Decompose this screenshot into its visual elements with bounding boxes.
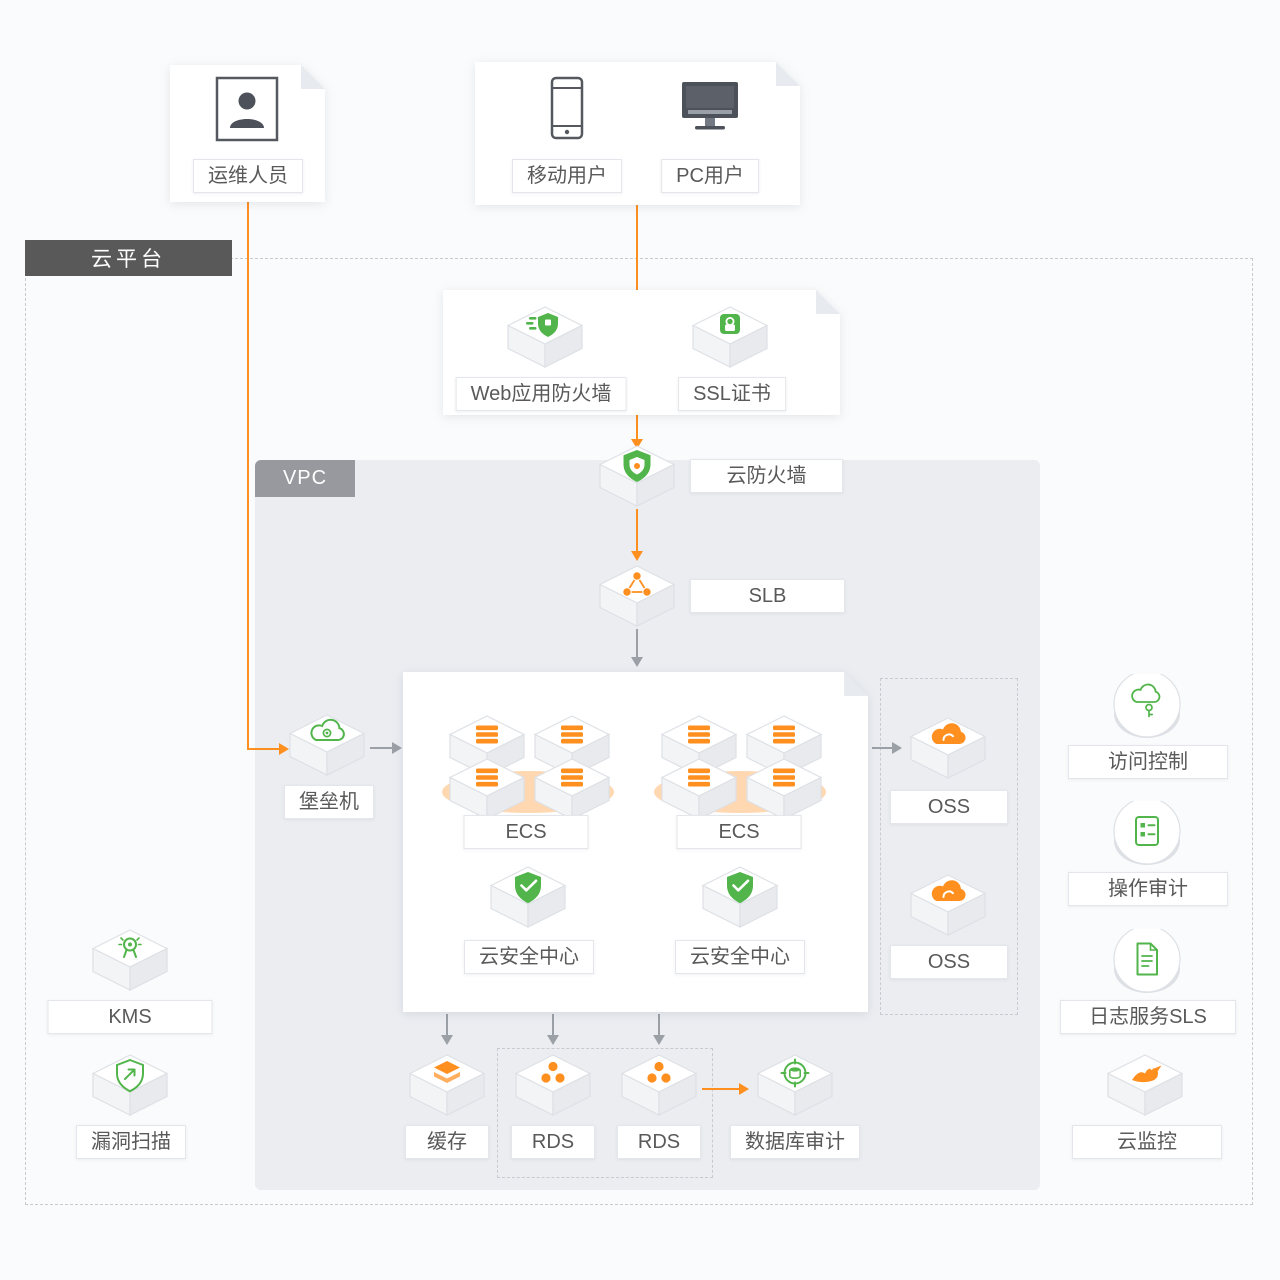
database-audit-icon — [757, 1054, 833, 1116]
mobile-phone-icon — [535, 74, 599, 142]
vulnerability-scan-icon — [92, 1054, 168, 1116]
rds-database-icon — [621, 1054, 697, 1116]
desktop-monitor-icon — [678, 78, 742, 138]
rds-label-2: RDS — [617, 1125, 701, 1159]
cloud-platform-label: 云平台 — [25, 240, 232, 276]
vpc-label: VPC — [255, 460, 355, 497]
oss-group-box — [880, 678, 1018, 1015]
security-shield-check-icon — [490, 866, 566, 928]
ecs-server-cluster-icon — [438, 706, 618, 824]
vuln-scan-label: 漏洞扫描 — [76, 1125, 186, 1159]
cloud-platform-region — [25, 258, 1253, 1205]
firewall-shield-icon — [599, 445, 675, 507]
oss-label-1: OSS — [890, 790, 1008, 824]
cache-layers-icon — [409, 1054, 485, 1116]
access-control-icon — [1109, 670, 1185, 740]
rds-label-1: RDS — [511, 1125, 595, 1159]
ecs-label-1: ECS — [463, 815, 589, 849]
slb-label: SLB — [690, 579, 845, 613]
ops-user-label: 运维人员 — [193, 159, 303, 193]
operation-audit-label: 操作审计 — [1068, 872, 1228, 906]
security-shield-check-icon — [702, 866, 778, 928]
bastion-cloud-gear-icon — [289, 714, 365, 776]
rds-group-box — [497, 1048, 713, 1178]
waf-label: Web应用防火墙 — [455, 377, 627, 411]
bastion-label: 堡垒机 — [284, 785, 374, 819]
security-center-label-1: 云安全中心 — [464, 940, 594, 974]
folded-corner — [776, 62, 800, 86]
log-service-icon — [1109, 925, 1185, 995]
mobile-user-label: 移动用户 — [512, 159, 622, 193]
log-service-label: 日志服务SLS — [1060, 1000, 1236, 1034]
pc-user-label: PC用户 — [661, 159, 759, 193]
ecs-server-cluster-icon — [650, 706, 830, 824]
security-center-label-2: 云安全中心 — [675, 940, 805, 974]
operation-audit-icon — [1109, 797, 1185, 867]
waf-shield-icon — [507, 306, 583, 368]
oss-label-2: OSS — [890, 945, 1008, 979]
db-audit-label: 数据库审计 — [730, 1125, 860, 1159]
ecs-label-2: ECS — [676, 815, 802, 849]
cloud-monitor-icon — [1107, 1054, 1183, 1116]
oss-cloud-icon — [910, 717, 986, 779]
folded-corner — [816, 290, 840, 314]
kms-label: KMS — [47, 1000, 213, 1034]
load-balancer-icon — [599, 565, 675, 627]
ssl-certificate-icon — [692, 306, 768, 368]
oss-cloud-icon — [910, 874, 986, 936]
cloud-firewall-label: 云防火墙 — [690, 459, 843, 493]
folded-corner — [844, 672, 868, 696]
folded-corner — [301, 65, 325, 89]
operator-icon — [215, 76, 279, 142]
cache-label: 缓存 — [405, 1125, 489, 1159]
access-control-label: 访问控制 — [1068, 745, 1228, 779]
kms-medal-icon — [92, 929, 168, 991]
rds-database-icon — [515, 1054, 591, 1116]
ssl-label: SSL证书 — [678, 377, 786, 411]
cloud-monitor-label: 云监控 — [1072, 1125, 1222, 1159]
